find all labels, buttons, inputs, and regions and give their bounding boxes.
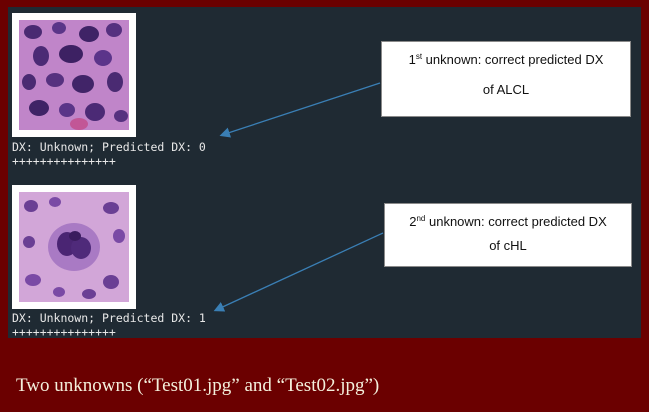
- test01-callout-line1-text: unknown: correct predicted DX: [422, 52, 604, 67]
- slide-caption: Two unknowns (“Test01.jpg” and “Test02.j…: [16, 375, 380, 396]
- test02-arrow: [213, 232, 384, 312]
- test01-callout-box: 1st unknown: correct predicted DX of ALC…: [381, 41, 631, 117]
- test01-histology-image: [19, 20, 129, 130]
- test01-result-text: DX: Unknown; Predicted DX: 0: [12, 140, 206, 154]
- test01-separator: +++++++++++++++: [12, 154, 116, 168]
- test02-callout-line1-text: unknown: correct predicted DX: [425, 214, 607, 229]
- notebook-output-panel: DX: Unknown; Predicted DX: 0 +++++++++++…: [8, 7, 641, 339]
- test01-callout-line1: 1st unknown: correct predicted DX: [382, 52, 630, 67]
- test01-callout-ordinal-suffix: st: [415, 52, 423, 61]
- test02-callout-ordinal-suffix: nd: [416, 214, 426, 223]
- test01-arrow: [219, 82, 381, 138]
- test02-callout-line1: 2nd unknown: correct predicted DX: [385, 214, 631, 229]
- test02-result-text: DX: Unknown; Predicted DX: 1: [12, 311, 206, 325]
- test02-callout-ordinal: 2: [409, 214, 417, 229]
- test02-image-frame: [12, 185, 136, 309]
- test02-callout-box: 2nd unknown: correct predicted DX of cHL: [384, 203, 632, 267]
- test01-image-frame: [12, 13, 136, 137]
- callout-arrows: [213, 82, 384, 312]
- test02-histology-image: [19, 192, 129, 302]
- test02-separator: +++++++++++++++: [12, 325, 116, 339]
- test02-callout-line2: of cHL: [489, 238, 527, 253]
- test01-callout-ordinal: 1: [408, 52, 416, 67]
- test01-callout-line2: of ALCL: [482, 82, 530, 97]
